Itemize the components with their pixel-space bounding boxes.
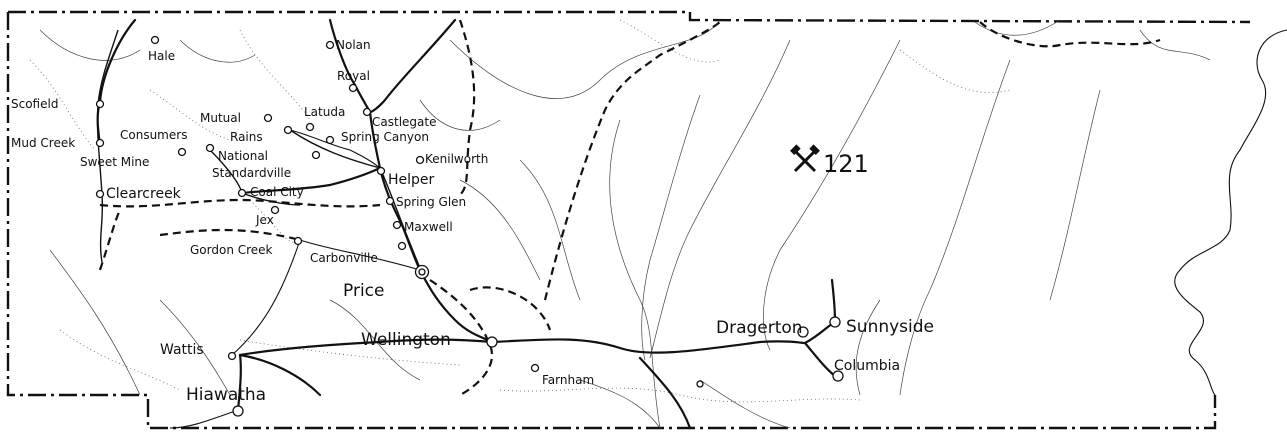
- place-label-sunnyside: Sunnyside: [846, 317, 934, 337]
- town-marker-wellington: [486, 336, 498, 348]
- town-marker-jex: [270, 205, 280, 215]
- town-marker-scofield: [95, 99, 105, 109]
- place-label-nolan: Nolan: [336, 38, 371, 52]
- place-label-mud-creek: Mud Creek: [11, 136, 75, 150]
- place-label-kenilworth: Kenilworth: [425, 152, 488, 166]
- town-marker-small: [696, 380, 704, 388]
- town-markers: [95, 35, 844, 417]
- town-marker-mutual: [263, 113, 273, 123]
- town-marker-gordon-creek: [293, 236, 303, 246]
- town-marker-standardville: [311, 150, 321, 160]
- place-label-hiawatha: Hiawatha: [186, 385, 266, 405]
- place-label-hale: Hale: [148, 49, 175, 63]
- place-label-castlegate: Castlegate: [372, 115, 436, 129]
- town-marker-nolan: [325, 40, 335, 50]
- place-label-wellington: Wellington: [361, 330, 451, 350]
- town-marker-clearcreek: [95, 189, 105, 199]
- place-label-clearcreek: Clearcreek: [106, 186, 182, 202]
- place-label-consumers: Consumers: [120, 128, 187, 142]
- town-marker-hale: [150, 35, 160, 45]
- trails: [29, 19, 1011, 403]
- place-label-latuda: Latuda: [304, 105, 345, 119]
- place-label-coal-city: Coal City: [250, 185, 304, 199]
- town-marker-rains: [283, 125, 293, 135]
- highways: [96, 18, 837, 430]
- place-label-price: Price: [343, 281, 384, 301]
- town-marker-carbonville: [397, 241, 407, 251]
- place-label-carbonville: Carbonville: [310, 251, 378, 265]
- town-marker-helper: [376, 166, 386, 176]
- place-label-scofield: Scofield: [11, 97, 58, 111]
- town-marker-dragerton: [797, 326, 809, 338]
- place-label-royal: Royal: [337, 69, 370, 83]
- town-marker-national: [205, 143, 215, 153]
- streams: [39, 19, 1211, 429]
- town-marker-farnham: [530, 363, 540, 373]
- town-marker-consumers: [177, 147, 187, 157]
- town-marker-maxwell: [392, 220, 402, 230]
- place-labels: Hale Nolan Royal Scofield Castlegate Mut…: [11, 38, 934, 405]
- town-marker-price-inner: [418, 268, 426, 276]
- place-label-columbia: Columbia: [834, 358, 900, 374]
- place-label-spring-canyon: Spring Canyon: [341, 130, 429, 144]
- place-label-rains: Rains: [230, 130, 263, 144]
- town-marker-castlegate: [362, 107, 372, 117]
- place-label-sweet-mine: Sweet Mine: [80, 155, 149, 169]
- place-label-national: National: [218, 149, 268, 163]
- town-marker-spring-canyon: [325, 135, 335, 145]
- town-marker-columbia: [832, 370, 844, 382]
- place-label-jex: Jex: [255, 213, 274, 227]
- highway-marker-121: 121: [790, 144, 869, 178]
- town-marker-coal-city: [237, 188, 247, 198]
- place-label-farnham: Farnham: [542, 373, 594, 387]
- place-label-dragerton: Dragerton: [716, 318, 803, 338]
- town-marker-kenilworth: [415, 155, 425, 165]
- town-marker-royal: [348, 83, 358, 93]
- town-marker-wattis: [227, 351, 237, 361]
- unimproved-roads: [98, 19, 1161, 396]
- place-label-helper: Helper: [388, 172, 435, 188]
- town-marker-hiawatha: [232, 405, 244, 417]
- town-marker-sunnyside: [829, 316, 841, 328]
- place-label-standardville: Standardville: [212, 166, 291, 180]
- place-label-gordon-creek: Gordon Creek: [190, 243, 273, 257]
- town-marker-latuda: [305, 122, 315, 132]
- crossed-hammers-icon: [790, 144, 820, 173]
- county-boundary: [6, 10, 1251, 430]
- place-label-spring-glen: Spring Glen: [396, 195, 466, 209]
- town-marker-spring-glen: [385, 196, 395, 206]
- town-marker-mud-creek: [95, 138, 105, 148]
- place-label-maxwell: Maxwell: [404, 220, 453, 234]
- place-label-wattis: Wattis: [160, 342, 204, 358]
- place-label-mutual: Mutual: [200, 111, 241, 125]
- highway-marker-label: 121: [823, 150, 869, 178]
- east-river: [1174, 29, 1287, 396]
